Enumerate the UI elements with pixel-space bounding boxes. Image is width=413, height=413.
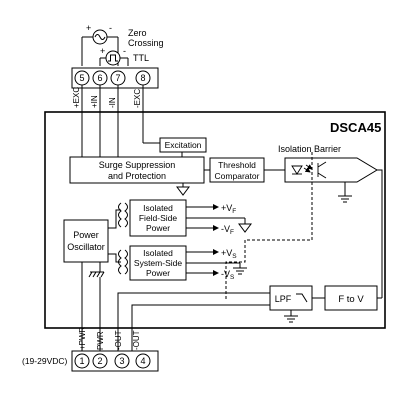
threshold-label-2: Comparator (215, 171, 260, 181)
opto-ground-icon (338, 195, 352, 203)
top-terminal-7: 7 (110, 70, 126, 86)
zero-crossing-source: + - Zero Crossing (81, 23, 164, 66)
oscillator-label-1: Power (73, 230, 99, 240)
lpf-ground-icon (284, 315, 298, 323)
top-terminal-label: 8 (140, 73, 145, 83)
bottom-terminal-label: 4 (140, 356, 145, 366)
vf-plus-label: +VF (221, 203, 236, 215)
label-plus-pwr: +PWR (78, 326, 87, 350)
isolated-field-side-power-block (129, 199, 187, 237)
ttl-source: + - TTL (99, 46, 149, 66)
bottom-terminal-block (71, 350, 159, 372)
ttl-label: TTL (133, 53, 149, 63)
top-terminal-5: 5 (74, 70, 90, 86)
opto-coupler-block (284, 157, 378, 183)
top-terminal-6: 6 (92, 70, 108, 86)
system-label-1: Isolated (143, 248, 173, 258)
field-label-3: Power (146, 223, 170, 233)
top-terminal-block (71, 67, 159, 89)
label-plus-exc: +EXC (72, 87, 81, 108)
f-to-v-block (324, 285, 378, 311)
vs-plus-label: +VS (221, 248, 237, 260)
led-icon (291, 164, 313, 175)
bottom-terminal-1: 1 (74, 353, 90, 369)
excitation-label: Excitation (165, 140, 202, 150)
isolated-system-side-power-block (129, 245, 187, 281)
module-title: DSCA45 (330, 120, 381, 135)
bottom-terminal-4: 4 (135, 353, 151, 369)
label-minus-out-2: -OUT (132, 330, 141, 350)
oscillator-label-2: Oscillator (67, 242, 105, 252)
top-terminal-label: 5 (79, 73, 84, 83)
bottom-terminal-label: 1 (79, 356, 84, 366)
system-supply-outputs: +VS -VS (186, 248, 247, 281)
surge-protection-block (69, 156, 205, 184)
plus-sign-1: + (86, 23, 91, 33)
top-terminal-8: 8 (135, 70, 151, 86)
minus-sign-2: - (123, 46, 126, 56)
system-label-3: Power (146, 268, 170, 278)
threshold-label-1: Threshold (218, 160, 256, 170)
system-ground-icon (233, 267, 247, 275)
chassis-ground-icon (88, 271, 105, 278)
minus-sign-1: - (109, 23, 112, 33)
vs-minus-label: -VS (221, 269, 235, 281)
lpf-label: LPF (275, 294, 292, 304)
supply-voltage-label: (19-29VDC) (22, 356, 68, 366)
field-supply-outputs: +VF -VF (186, 203, 252, 236)
system-side-transformer-icon (118, 249, 128, 275)
signal-ground-icon (176, 186, 190, 196)
excitation-block (159, 137, 207, 153)
zero-label: Zero (128, 28, 147, 38)
surge-label-1: Surge Suppression (99, 160, 176, 170)
power-oscillator-block (63, 219, 109, 263)
bottom-terminal-2: 2 (92, 353, 108, 369)
lpf-rolloff-icon (296, 293, 308, 303)
crossing-label: Crossing (128, 38, 164, 48)
module-outline (44, 111, 386, 329)
isolation-barrier-line (225, 152, 313, 300)
input-wires (81, 85, 183, 157)
vf-minus-label: -VF (221, 224, 234, 236)
field-ground-icon (238, 223, 252, 233)
bottom-terminal-label: 3 (119, 356, 124, 366)
f-to-v-label: F to V (338, 294, 364, 305)
label-minus-exc: -EXC (133, 89, 142, 108)
bottom-terminal-label: 2 (97, 356, 102, 366)
surge-label-2: and Protection (108, 171, 166, 181)
bottom-terminal-3: 3 (114, 353, 130, 369)
top-terminal-label: 7 (115, 73, 120, 83)
label-plus-in: +IN (90, 95, 99, 108)
isolation-barrier-label: Isolation Barrier (278, 144, 341, 154)
pulse-source-icon (105, 50, 121, 66)
label-minus-in: -IN (108, 97, 117, 108)
field-label-1: Isolated (143, 203, 173, 213)
top-terminal-label: 6 (97, 73, 102, 83)
threshold-comparator-block (209, 157, 265, 183)
field-side-transformer-icon (118, 202, 128, 228)
field-label-2: Field-Side (139, 213, 178, 223)
plus-sign-2: + (100, 46, 105, 56)
label-pwr: PWR (96, 331, 105, 350)
label-minus-out-1: -OUT (114, 330, 123, 350)
phototransistor-icon (317, 161, 327, 179)
system-label-2: System-Side (134, 258, 182, 268)
